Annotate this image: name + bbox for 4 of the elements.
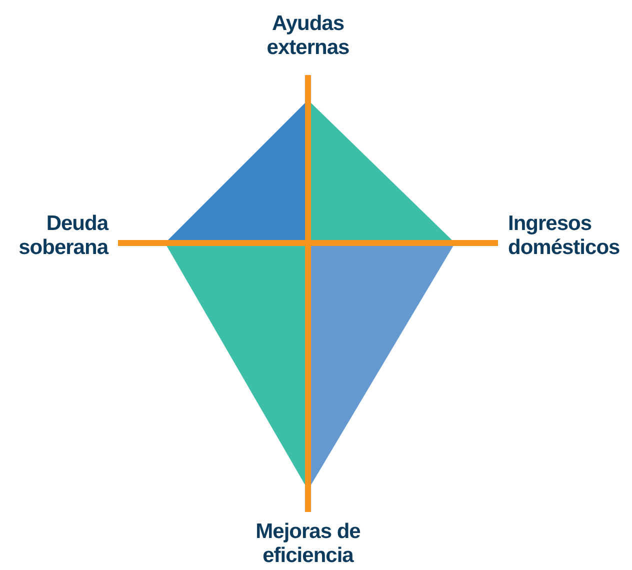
- axis-label: Deuda soberana: [18, 212, 108, 260]
- axis-label: Ingresos domésticos: [508, 212, 621, 260]
- axis-label: Ayudas externas: [266, 12, 350, 60]
- axis-label: Mejoras de eficiencia: [254, 520, 362, 568]
